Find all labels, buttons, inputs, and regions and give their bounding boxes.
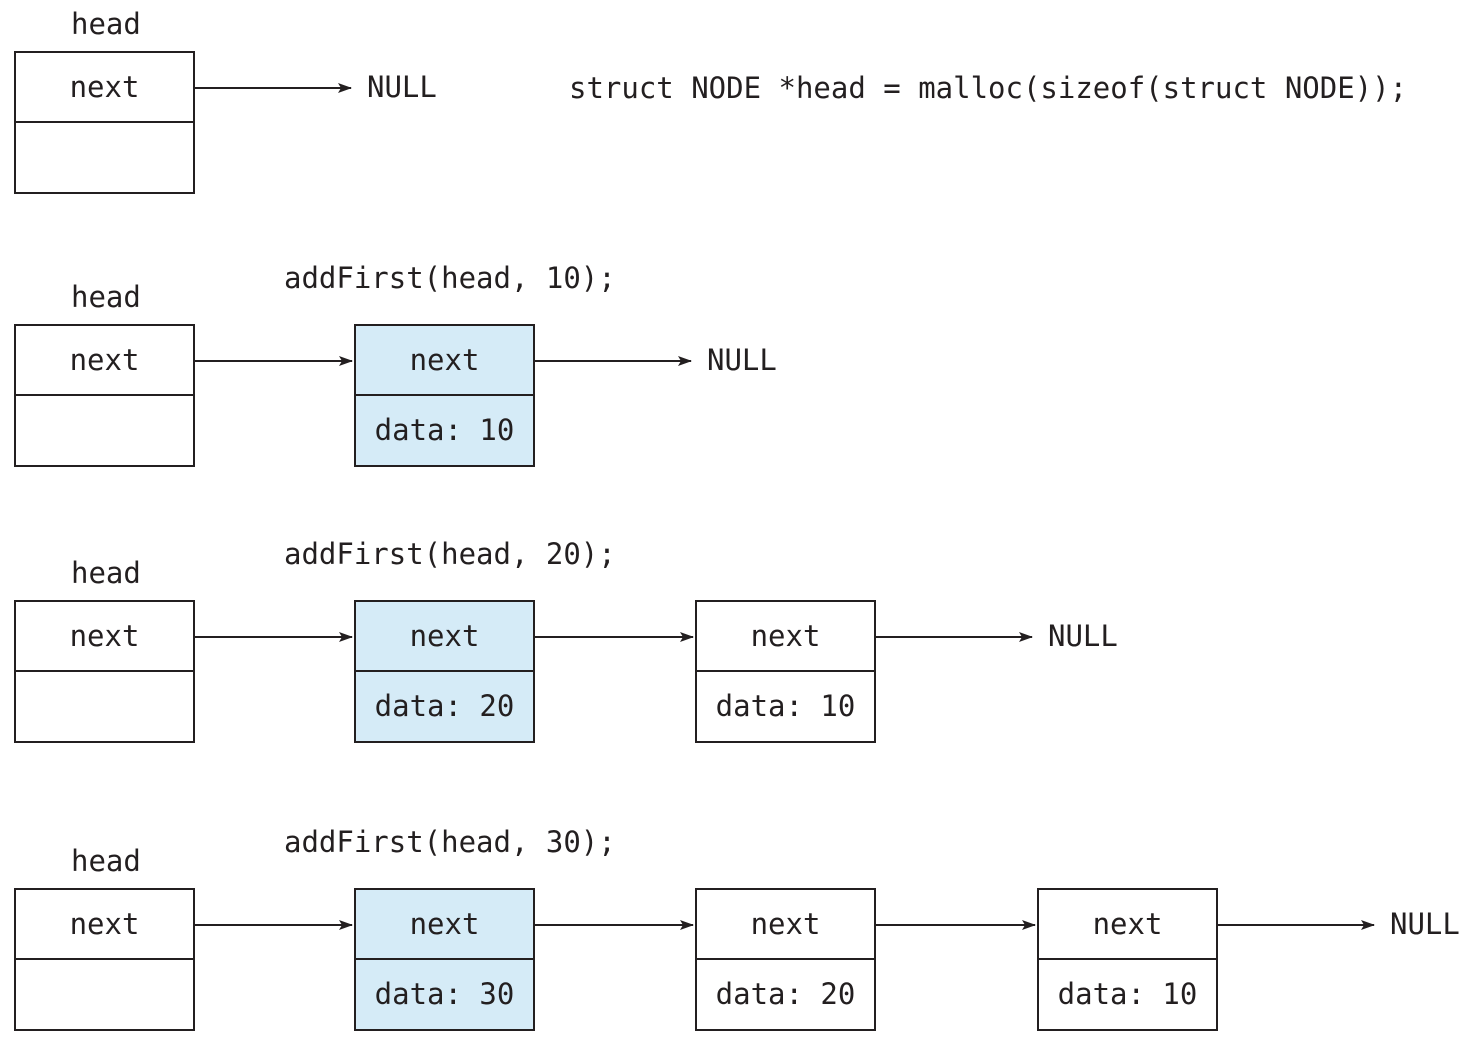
- head-label: head: [71, 280, 141, 314]
- node-data-field: data: 20: [374, 689, 515, 724]
- node-next-field: next: [1039, 890, 1216, 960]
- node-next-field: next: [16, 53, 193, 123]
- list-node: next data: 10: [354, 324, 535, 467]
- node-next-field: next: [16, 602, 193, 672]
- node-data-field: data: 10: [374, 413, 515, 448]
- code-statement: addFirst(head, 10);: [284, 261, 616, 295]
- code-statement: struct NODE *head = malloc(sizeof(struct…: [569, 71, 1408, 105]
- node-data-field: [16, 672, 193, 742]
- null-label: NULL: [707, 343, 777, 377]
- node-data-field: [16, 396, 193, 466]
- code-statement: addFirst(head, 30);: [284, 825, 616, 859]
- code-statement: addFirst(head, 20);: [284, 537, 616, 571]
- node-data-field: data: 20: [715, 977, 856, 1012]
- head-node: next: [14, 888, 195, 1031]
- node-next-field: next: [16, 890, 193, 960]
- head-label: head: [71, 844, 141, 878]
- node-next-field: next: [16, 326, 193, 396]
- list-node: next data: 20: [354, 600, 535, 743]
- list-node: next data: 10: [695, 600, 876, 743]
- node-next-field: next: [356, 602, 533, 672]
- node-next-field: next: [697, 890, 874, 960]
- head-node: next: [14, 324, 195, 467]
- node-data-field: [16, 960, 193, 1030]
- node-data-field: data: 10: [1057, 977, 1198, 1012]
- list-node: next data: 20: [695, 888, 876, 1031]
- head-label: head: [71, 7, 141, 41]
- null-label: NULL: [367, 70, 437, 104]
- node-next-field: next: [356, 326, 533, 396]
- head-label: head: [71, 556, 141, 590]
- node-next-field: next: [697, 602, 874, 672]
- head-node: next: [14, 600, 195, 743]
- null-label: NULL: [1048, 619, 1118, 653]
- head-node: next: [14, 51, 195, 194]
- node-data-field: data: 10: [715, 689, 856, 724]
- node-data-field: [16, 123, 193, 193]
- node-data-field: data: 30: [374, 977, 515, 1012]
- list-node: next data: 30: [354, 888, 535, 1031]
- null-label: NULL: [1390, 907, 1460, 941]
- node-next-field: next: [356, 890, 533, 960]
- list-node: next data: 10: [1037, 888, 1218, 1031]
